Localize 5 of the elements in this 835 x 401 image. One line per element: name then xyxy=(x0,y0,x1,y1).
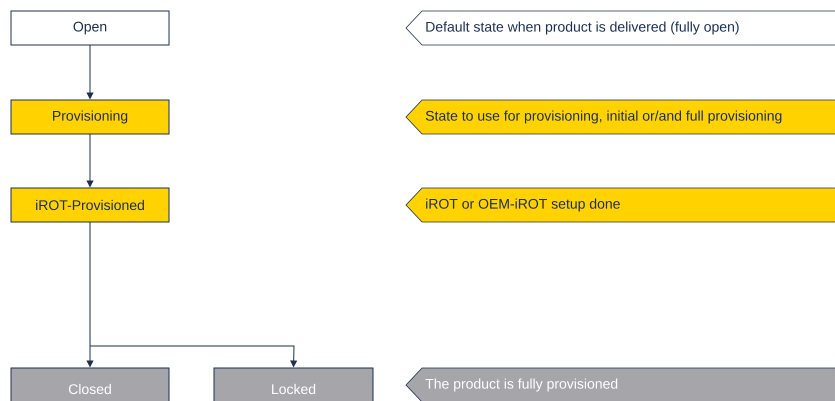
state-box: Open xyxy=(10,10,170,46)
state-box: Provisioning xyxy=(10,100,170,134)
state-box: Locked xyxy=(214,368,374,401)
state-box: Closed xyxy=(10,368,170,401)
state-box: iROT-Provisioned xyxy=(10,188,170,222)
